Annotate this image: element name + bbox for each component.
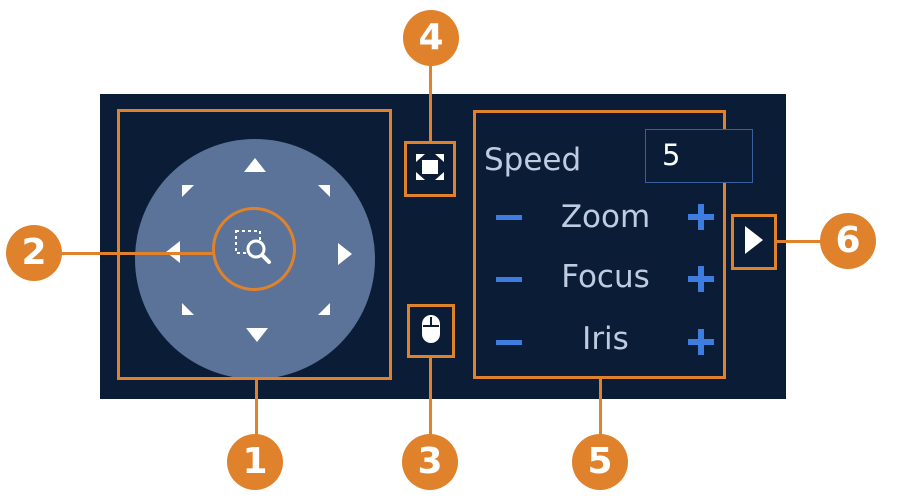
- leader-line-2: [62, 252, 214, 255]
- zoom-minus-button[interactable]: [496, 215, 522, 220]
- leader-line-6: [777, 240, 822, 243]
- callout-box-next: [731, 214, 777, 270]
- leader-line-3: [429, 356, 432, 440]
- arrow-down-left-icon[interactable]: [182, 303, 194, 315]
- focus-control: Focus: [488, 254, 720, 300]
- callout-box-controls: [473, 110, 726, 379]
- arrow-down-icon[interactable]: [246, 328, 268, 342]
- iris-control: Iris: [488, 316, 720, 362]
- next-button[interactable]: [737, 221, 771, 263]
- callout-badge-4: 4: [403, 10, 459, 66]
- callout-ring-zoom-area: [212, 207, 296, 291]
- focus-minus-button[interactable]: [496, 277, 522, 282]
- callout-box-joystick: [117, 109, 392, 380]
- callout-badge-6: 6: [820, 213, 876, 269]
- mouse-button[interactable]: [413, 311, 449, 351]
- speed-label: Speed: [484, 142, 582, 178]
- arrow-up-right-icon[interactable]: [318, 185, 330, 197]
- focus-plus-button[interactable]: [688, 266, 714, 292]
- leader-line-5: [599, 379, 602, 440]
- callout-badge-5: 5: [572, 434, 628, 490]
- iris-label: Iris: [582, 321, 629, 357]
- fullscreen-button[interactable]: [411, 150, 449, 188]
- callout-badge-3: 3: [402, 434, 458, 490]
- arrow-up-left-icon[interactable]: [182, 185, 194, 197]
- speed-input[interactable]: 5: [645, 129, 753, 183]
- focus-label: Focus: [561, 259, 650, 295]
- arrow-down-right-icon[interactable]: [318, 303, 330, 315]
- zoom-control: Zoom: [488, 194, 720, 240]
- callout-badge-2: 2: [6, 225, 62, 281]
- zoom-area-button[interactable]: [232, 228, 276, 272]
- iris-plus-button[interactable]: [688, 329, 714, 355]
- mouse-icon: [421, 314, 441, 348]
- leader-line-1: [255, 380, 258, 440]
- arrow-up-icon[interactable]: [244, 158, 266, 172]
- iris-minus-button[interactable]: [496, 340, 522, 345]
- arrow-right-icon[interactable]: [338, 243, 352, 265]
- callout-badge-1: 1: [227, 434, 283, 490]
- zoom-label: Zoom: [560, 199, 651, 235]
- zoom-area-icon: [234, 229, 274, 271]
- next-arrow-icon: [745, 226, 763, 258]
- fullscreen-icon: [416, 154, 444, 184]
- leader-line-4: [429, 60, 432, 143]
- zoom-plus-button[interactable]: [688, 204, 714, 230]
